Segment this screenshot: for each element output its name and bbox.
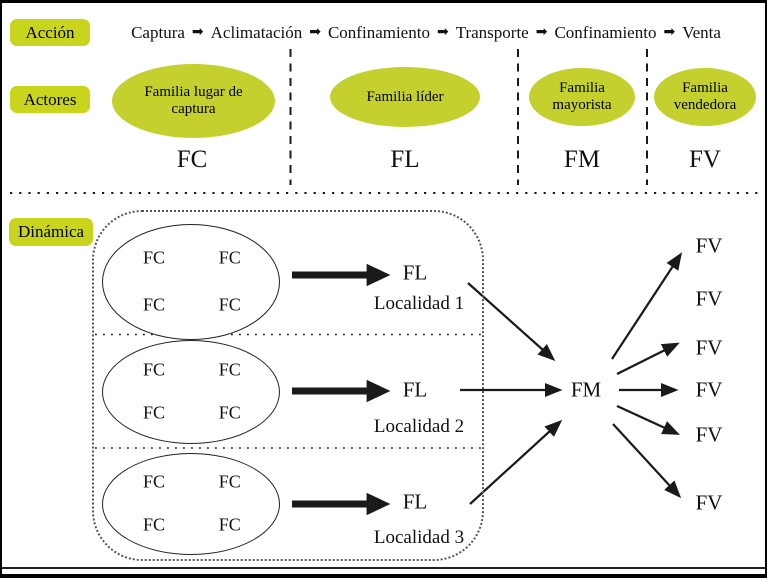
action-step: Aclimatación <box>210 23 303 42</box>
fc-member-label: FC <box>218 294 241 315</box>
fc-member-label: FC <box>143 294 166 315</box>
actor-ellipse-familia-mayorista: Familia mayorista <box>529 68 635 126</box>
arrow-fm-to-fv1 <box>611 252 683 360</box>
actor-ellipse-familia-lugar-de-captura: Familia lugar de captura <box>112 64 275 138</box>
flow-arrow-icon: ➡ <box>535 24 548 40</box>
action-step: Transporte <box>455 23 529 42</box>
actor-acronym-fc: FC <box>176 146 208 173</box>
action-step: Confinamiento <box>327 23 430 42</box>
action-flow: Captura ➡ Aclimatación ➡ Confinamiento ➡… <box>97 18 755 48</box>
actor-acronym-fv: FV <box>689 146 721 173</box>
fc-member-label: FC <box>218 471 241 492</box>
fc-member-label: FC <box>143 514 166 535</box>
fc-member-label: FC <box>143 402 166 423</box>
locality-3-label: Localidad 3 <box>373 527 465 548</box>
fc-member-label: FC <box>143 359 166 380</box>
fl-leader-label: FL <box>402 377 428 402</box>
locality-2-ellipse: FC FC FC FC <box>102 340 280 444</box>
flow-arrow-icon: ➡ <box>191 24 204 40</box>
fv-vendor-label: FV <box>695 377 723 402</box>
arrow-fm-to-fv5 <box>616 405 680 435</box>
flow-arrow-icon: ➡ <box>663 24 676 40</box>
fc-member-label: FC <box>143 247 166 268</box>
fv-vendor-label: FV <box>695 422 723 447</box>
locality-1-label: Localidad 1 <box>373 293 465 314</box>
action-step: Venta <box>682 23 721 42</box>
dynamics-container <box>92 210 484 561</box>
flow-arrow-icon: ➡ <box>309 24 321 40</box>
arrow-fm-to-fv6 <box>612 423 682 499</box>
fc-member-label: FC <box>218 402 241 423</box>
arrow-fm-to-fv3 <box>616 342 680 375</box>
locality-2-label: Localidad 2 <box>373 416 465 437</box>
fv-vendor-label: FV <box>695 286 723 311</box>
actor-acronym-fm: FM <box>563 146 601 173</box>
actor-ellipse-familia-lider: Familia líder <box>330 67 480 127</box>
fm-wholesaler-label: FM <box>570 377 602 402</box>
fl-leader-label: FL <box>402 260 428 285</box>
action-step: Confinamiento <box>554 23 657 42</box>
fv-vendor-label: FV <box>695 233 723 258</box>
accion-tag: Acción <box>10 19 90 46</box>
actor-ellipse-familia-vendedora: Familia vendedora <box>654 68 756 126</box>
dinamica-tag: Dinámica <box>9 218 93 246</box>
action-step: Captura <box>131 23 185 42</box>
fc-member-label: FC <box>143 471 166 492</box>
fc-member-label: FC <box>218 514 241 535</box>
fc-member-label: FC <box>218 359 241 380</box>
actor-acronym-fl: FL <box>390 146 420 173</box>
fv-vendor-label: FV <box>695 490 723 515</box>
actores-tag: Actores <box>10 86 90 113</box>
locality-3-ellipse: FC FC FC FC <box>102 453 280 555</box>
locality-1-ellipse: FC FC FC FC <box>102 224 280 340</box>
flow-arrow-icon: ➡ <box>436 24 449 40</box>
fv-vendor-label: FV <box>695 335 723 360</box>
fl-leader-label: FL <box>402 489 428 514</box>
fc-member-label: FC <box>218 247 241 268</box>
frame-inner-line <box>2 567 765 569</box>
